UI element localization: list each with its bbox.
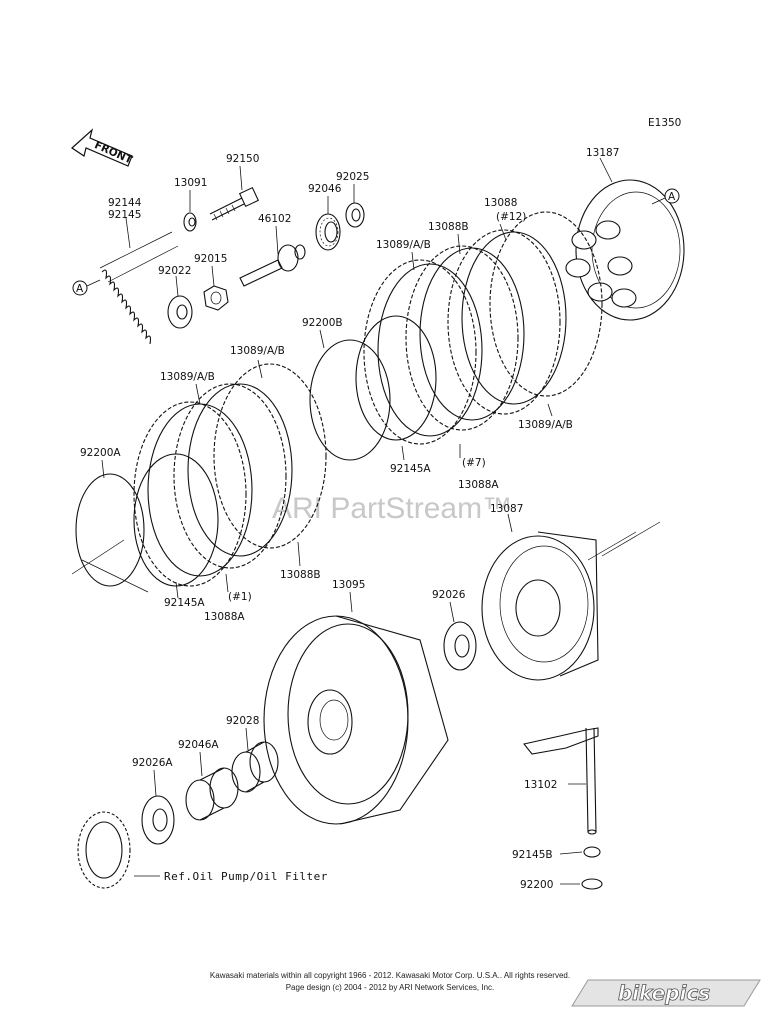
- release-shaft-13102-part: [523, 727, 599, 835]
- spring-ring-92145a-lower-part: [133, 453, 219, 587]
- label-13102: 13102: [524, 779, 557, 791]
- circlip-92145b-part: [583, 846, 601, 858]
- label-13088b-low: 13088B: [280, 569, 321, 581]
- diagram-code: E1350: [648, 117, 681, 129]
- nut-92015-part: [203, 285, 229, 311]
- label-13187: 13187: [586, 147, 619, 159]
- label-92150: 92150: [226, 153, 259, 165]
- label-92144: 92144: [108, 197, 142, 209]
- label-46102: 46102: [258, 213, 291, 225]
- label-92046a: 92046A: [178, 739, 219, 751]
- label-92015: 92015: [194, 253, 227, 265]
- wire-ring-92200a-part: [75, 473, 145, 587]
- oil-pump-gear-part: [77, 811, 131, 889]
- label-13089-right: 13089/A/B: [518, 419, 573, 431]
- label-92145a-low: 92145A: [164, 597, 205, 609]
- watermark: ARI PartStream™: [272, 492, 512, 525]
- front-arrow-icon: FRONT: [71, 128, 135, 167]
- page-design-line: Page design (c) 2004 - 2012 by ARI Netwo…: [286, 983, 495, 992]
- label-92026a: 92026A: [132, 757, 173, 769]
- pushrod-46102-part: [239, 244, 306, 287]
- svg-text:A: A: [76, 283, 84, 295]
- clutch-housing-13095-part: [263, 615, 449, 825]
- clutch-spring-part: [99, 231, 179, 345]
- needle-bearing-92046a-part: [185, 767, 239, 821]
- pressure-plate-13187-part: [565, 179, 685, 321]
- ref-a-left-icon: A: [72, 279, 101, 296]
- label-13088: 13088: [484, 197, 517, 209]
- wire-ring-92200b-part: [309, 339, 391, 461]
- label-92200: 92200: [520, 879, 553, 891]
- label-92200b: 92200B: [302, 317, 343, 329]
- washer-92025-part: [345, 202, 365, 228]
- label-13095: 13095: [332, 579, 365, 591]
- lower-plate-stack: [133, 363, 327, 587]
- clutch-hub-13087-part: [481, 521, 661, 681]
- label-92025: 92025: [336, 171, 369, 183]
- label-13091: 13091: [174, 177, 207, 189]
- label-92026: 92026: [432, 589, 466, 601]
- spring-ring-92145a-upper-part: [355, 315, 437, 441]
- label-92028: 92028: [226, 715, 259, 727]
- upper-plate-stack: [363, 211, 603, 445]
- washer-92026-part: [443, 621, 477, 671]
- label-ref-oil-pump: Ref.Oil Pump/Oil Filter: [164, 870, 328, 883]
- label-92145a-mid: 92145A: [390, 463, 431, 475]
- label-13088-qty-12: (#12): [496, 211, 526, 223]
- label-13088a-mid: 13088A: [458, 479, 499, 491]
- ref-a-right-icon: A: [651, 188, 680, 205]
- label-13089-top: 13089/A/B: [376, 239, 431, 251]
- label-92200a: 92200A: [80, 447, 121, 459]
- label-13089-left: 13089/A/B: [160, 371, 215, 383]
- label-13087: 13087: [490, 503, 523, 515]
- washer-92200-part: [581, 878, 603, 890]
- label-92145b: 92145B: [512, 849, 553, 861]
- label-qty-1: (#1): [228, 591, 252, 603]
- washer-92026a-part: [141, 795, 175, 845]
- label-92145: 92145: [108, 209, 141, 221]
- copyright-line: Kawasaki materials within all copyright …: [210, 971, 570, 980]
- svg-text:A: A: [668, 191, 676, 203]
- leader-lines: [101, 157, 613, 885]
- label-13088b-top: 13088B: [428, 221, 469, 233]
- bearing-92046-part: [315, 213, 341, 251]
- label-92046: 92046: [308, 183, 342, 195]
- bolt-92150-part: [209, 186, 260, 221]
- washer-92022-part: [167, 295, 193, 329]
- washer-13091-part: [183, 212, 197, 232]
- bikepics-logo: bikepics: [571, 979, 761, 1007]
- label-13089-mid: 13089/A/B: [230, 345, 285, 357]
- label-92022: 92022: [158, 265, 191, 277]
- label-qty-7: (#7): [462, 457, 486, 469]
- label-13088a-low: 13088A: [204, 611, 245, 623]
- svg-text:bikepics: bikepics: [618, 981, 710, 1005]
